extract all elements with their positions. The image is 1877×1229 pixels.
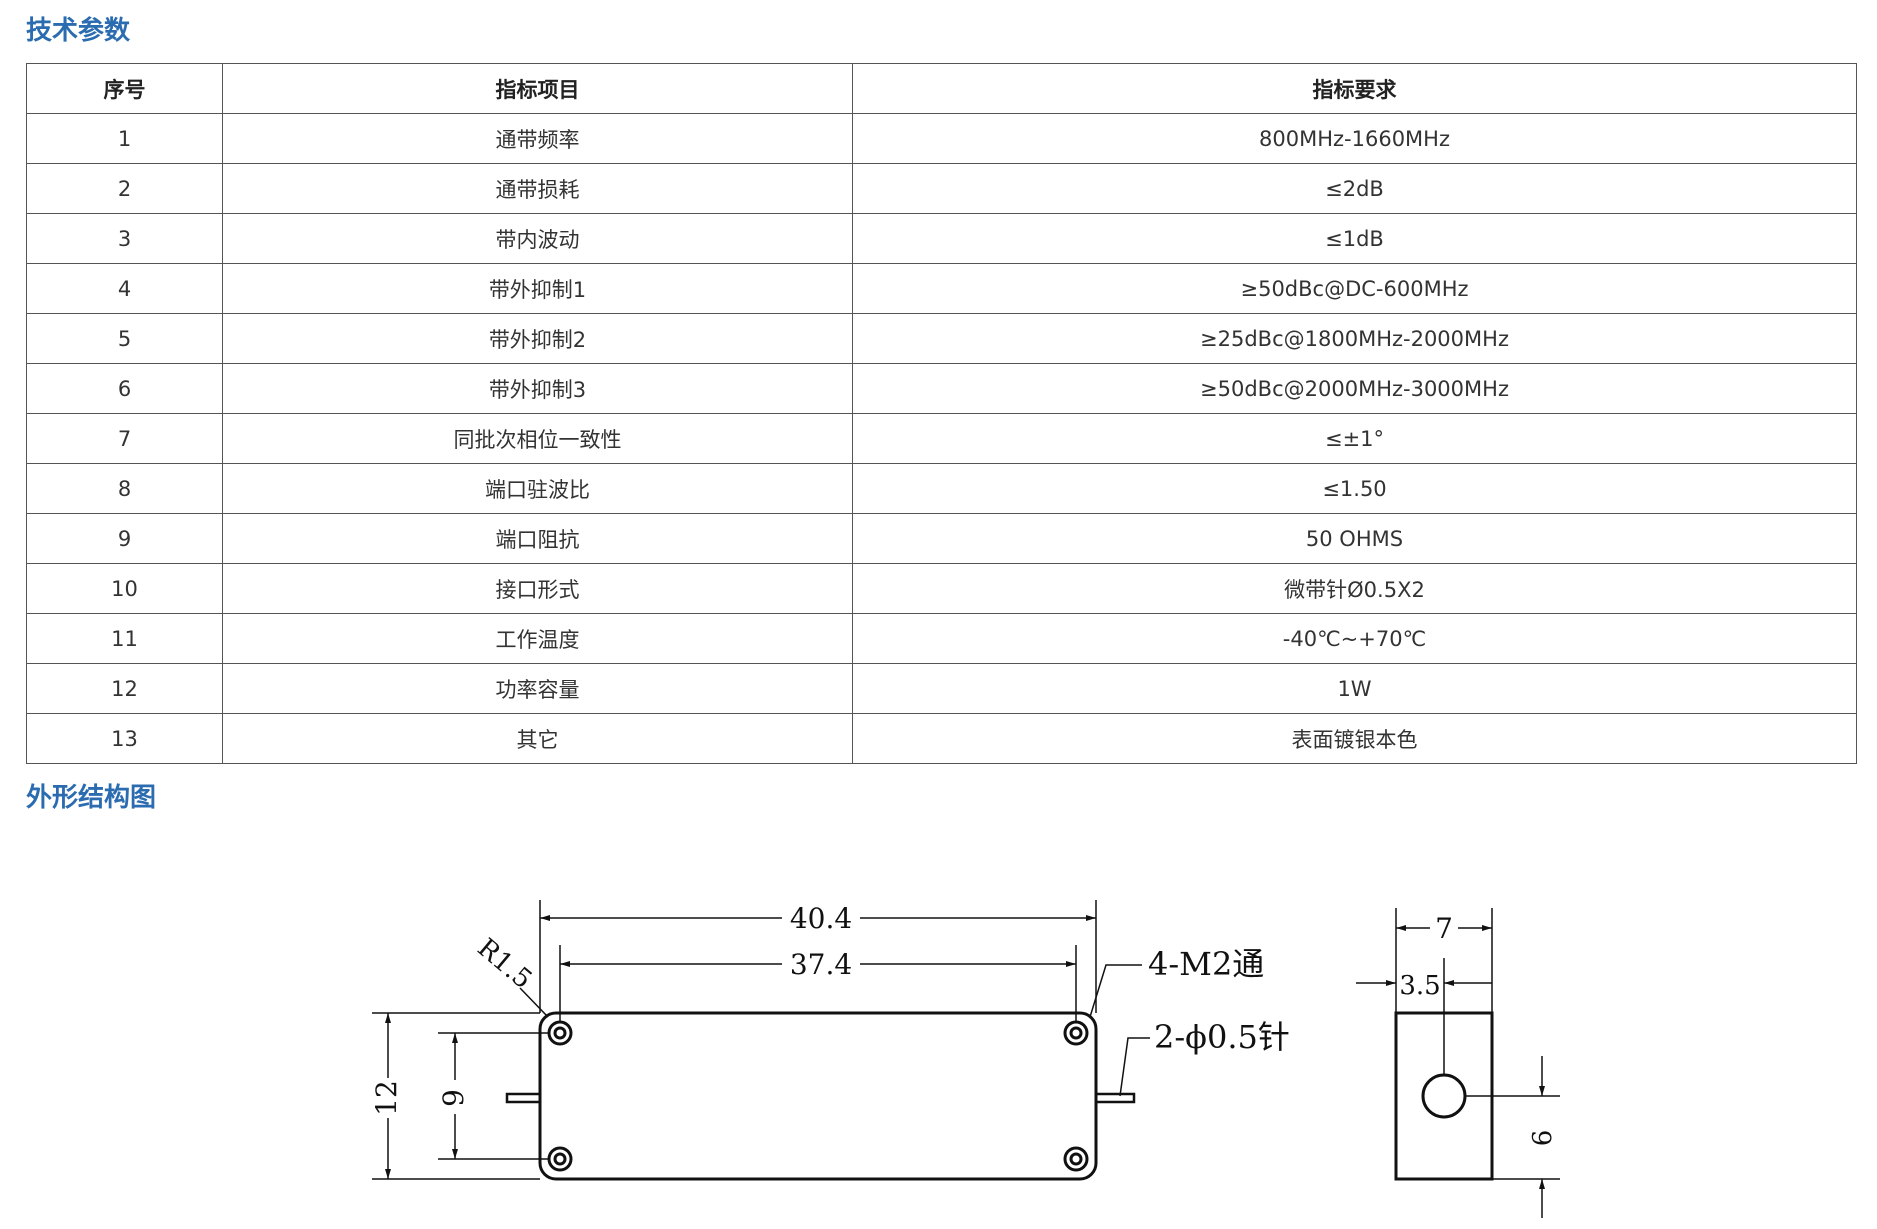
row-requirement: ≥50dBc@2000MHz-3000MHz <box>852 363 1857 414</box>
row-index: 12 <box>26 663 223 714</box>
label-corner-radius: R1.5 <box>471 933 537 995</box>
row-index: 13 <box>26 713 223 764</box>
row-index: 7 <box>26 413 223 464</box>
row-requirement: 表面镀银本色 <box>852 713 1857 764</box>
outline-drawing: 40.4 37.4 R1.5 4-M2通 2-ϕ0.5针 12 9 7 3.5 … <box>370 900 1560 1218</box>
mounting-holes <box>547 1020 1089 1172</box>
row-index: 3 <box>26 213 223 264</box>
pins-leader <box>1119 1037 1150 1097</box>
row-item: 接口形式 <box>222 563 853 614</box>
dim-hole-vertical <box>438 1032 549 1160</box>
table-header-row: 序号 指标项目 指标要求 <box>26 63 1857 114</box>
label-pin-height: 6 <box>1528 1130 1558 1147</box>
radius-leader <box>519 987 549 1018</box>
row-item: 工作温度 <box>222 613 853 664</box>
outline-section-title: 外形结构图 <box>26 783 157 813</box>
header-item: 指标项目 <box>222 63 853 114</box>
row-index: 1 <box>26 113 223 164</box>
row-requirement: 微带针Ø0.5X2 <box>852 563 1857 614</box>
label-height: 12 <box>370 1080 403 1116</box>
dim-height <box>372 1012 540 1180</box>
dim-half-width <box>1356 958 1492 1076</box>
row-item: 带外抑制1 <box>222 263 853 314</box>
row-index: 4 <box>26 263 223 314</box>
header-requirement: 指标要求 <box>852 63 1857 114</box>
label-overall-length: 40.4 <box>790 902 852 935</box>
row-item: 同批次相位一致性 <box>222 413 853 464</box>
row-item: 通带损耗 <box>222 163 853 214</box>
row-requirement: ≥50dBc@DC-600MHz <box>852 263 1857 314</box>
row-index: 6 <box>26 363 223 414</box>
row-index: 10 <box>26 563 223 614</box>
row-requirement: ≤1dB <box>852 213 1857 264</box>
label-width: 7 <box>1435 912 1453 945</box>
row-item: 带内波动 <box>222 213 853 264</box>
dim-overall-length <box>539 900 1097 1013</box>
row-requirement: 800MHz-1660MHz <box>852 113 1857 164</box>
connector-pins <box>505 1092 1136 1104</box>
row-requirement: 50 OHMS <box>852 513 1857 564</box>
row-requirement: ≥25dBc@1800MHz-2000MHz <box>852 313 1857 364</box>
row-requirement: -40℃~+70℃ <box>852 613 1857 664</box>
row-requirement: ≤±1° <box>852 413 1857 464</box>
row-requirement: ≤1.50 <box>852 463 1857 514</box>
row-item: 功率容量 <box>222 663 853 714</box>
row-index: 9 <box>26 513 223 564</box>
specs-section-title: 技术参数 <box>26 16 131 46</box>
label-hole-spacing: 37.4 <box>790 948 852 981</box>
holes-leader <box>1089 964 1142 1018</box>
filter-body-outline <box>538 1011 1098 1181</box>
label-hole-vertical: 9 <box>437 1089 470 1107</box>
row-item: 通带频率 <box>222 113 853 164</box>
label-half-width: 3.5 <box>1399 971 1440 1001</box>
row-requirement: 1W <box>852 663 1857 714</box>
dim-pin-height <box>1465 1056 1560 1218</box>
row-index: 11 <box>26 613 223 664</box>
row-requirement: ≤2dB <box>852 163 1857 214</box>
header-index: 序号 <box>26 63 223 114</box>
label-holes: 4-M2通 <box>1148 945 1264 983</box>
row-index: 8 <box>26 463 223 514</box>
row-item: 端口驻波比 <box>222 463 853 514</box>
row-item: 带外抑制2 <box>222 313 853 364</box>
row-item: 其它 <box>222 713 853 764</box>
dim-hole-spacing <box>559 945 1077 1022</box>
row-index: 5 <box>26 313 223 364</box>
row-item: 端口阻抗 <box>222 513 853 564</box>
side-view-pin <box>1421 1073 1467 1119</box>
row-index: 2 <box>26 163 223 214</box>
row-item: 带外抑制3 <box>222 363 853 414</box>
label-pins: 2-ϕ0.5针 <box>1154 1018 1290 1056</box>
dim-width <box>1395 908 1493 1013</box>
